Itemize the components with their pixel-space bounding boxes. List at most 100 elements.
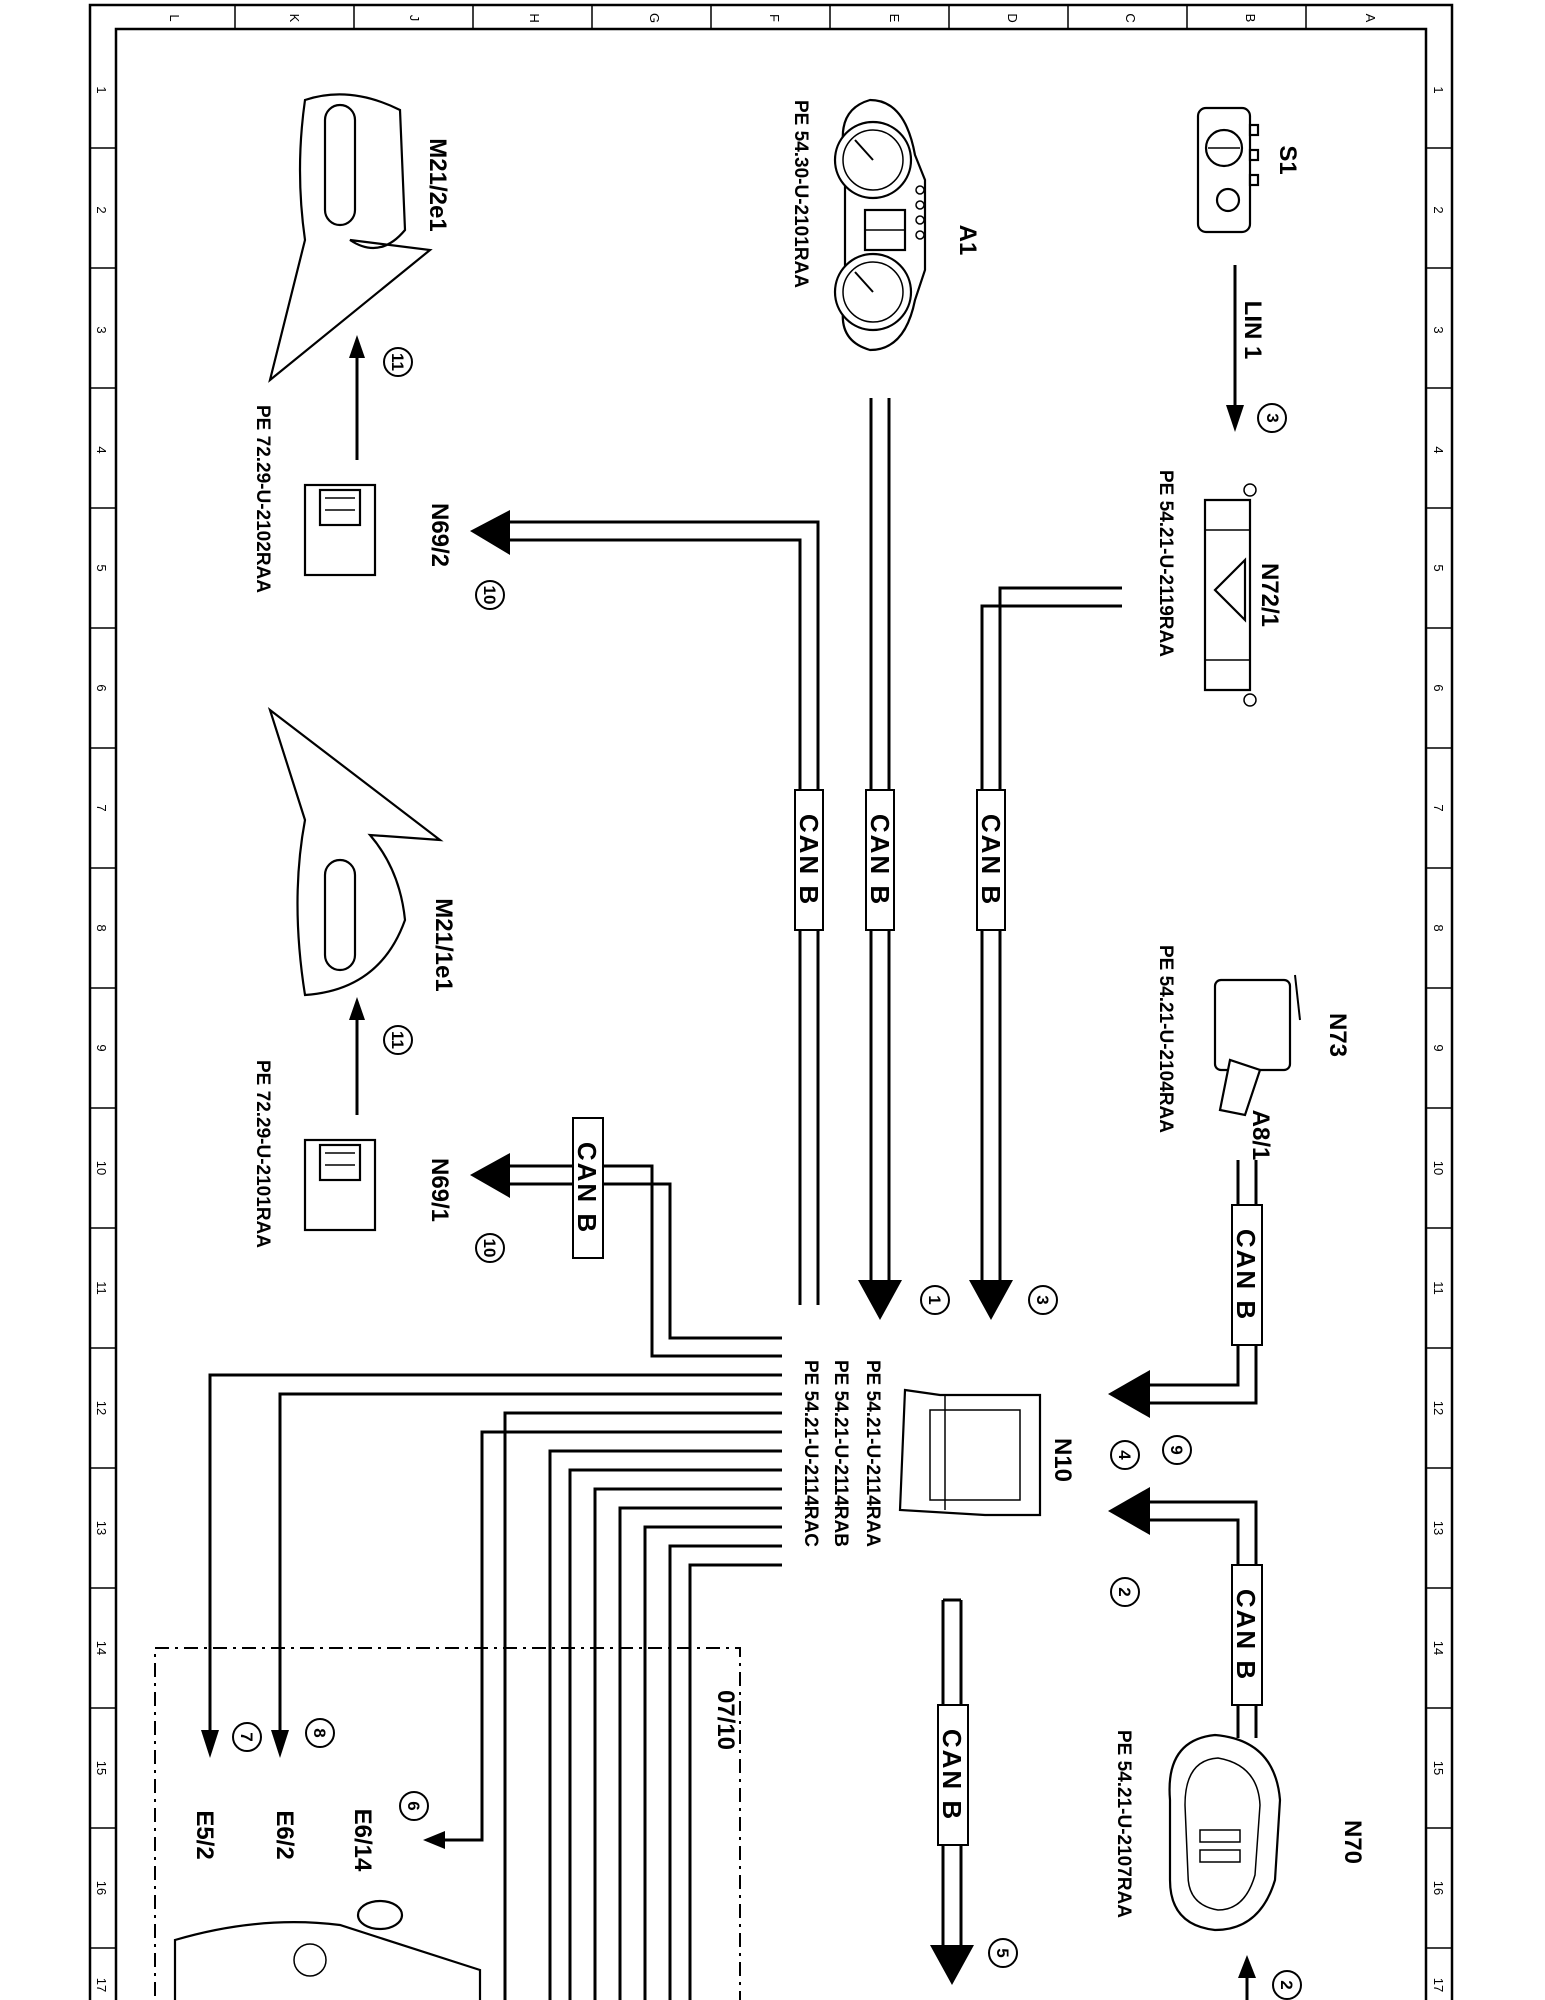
column-ruler: L K J H G F E D C B A	[167, 5, 1378, 29]
row-label: 15	[94, 1761, 109, 1775]
a1-label: A1	[954, 225, 981, 256]
component-labels: S1 LIN 1 A1 PE 54.30-U-2101RAA M21/2e1 N…	[191, 100, 1366, 1918]
can-b-label: CAN B	[976, 814, 1006, 906]
row-label: 16	[94, 1881, 109, 1895]
a1-instrument-cluster-icon	[833, 98, 927, 352]
n10-label: N10	[1049, 1438, 1076, 1482]
circle-11: 11	[388, 353, 407, 371]
circle-3: 3	[1263, 413, 1282, 422]
col-label: F	[767, 14, 782, 22]
row-label: 13	[94, 1521, 109, 1535]
col-label: B	[1243, 14, 1258, 23]
row-label: 13	[1431, 1521, 1446, 1535]
row-label: 8	[1431, 924, 1446, 931]
row-label: 11	[1431, 1281, 1446, 1295]
circle-10: 10	[480, 1239, 499, 1258]
m21-2e1-mirror-icon	[268, 93, 433, 383]
circle-4: 4	[1115, 1450, 1134, 1460]
row-label: 5	[1431, 564, 1446, 571]
n10-ref-1: PE 54.21-U-2114RAA	[862, 1360, 883, 1547]
col-label: H	[527, 13, 542, 22]
drawing-frame	[88, 3, 1454, 2000]
s1-label: S1	[1274, 145, 1301, 174]
n69-2-ref: PE 72.29-U-2102RAA	[252, 405, 273, 593]
circle-7: 7	[237, 1732, 256, 1741]
circle-8: 8	[310, 1728, 329, 1737]
row-label: 4	[1431, 446, 1446, 453]
row-label: 5	[94, 564, 109, 571]
n73-label: N73	[1324, 1013, 1351, 1057]
e5-2-label: E5/2	[191, 1810, 218, 1859]
row-label: 3	[1431, 326, 1446, 333]
row-label: 17	[94, 1978, 109, 1992]
circle-5: 5	[993, 1948, 1012, 1957]
row-label: 4	[94, 446, 109, 453]
can-b-label: CAN B	[572, 1142, 602, 1234]
n69-1-ref: PE 72.29-U-2101RAA	[252, 1060, 273, 1248]
can-b-label: CAN B	[794, 814, 824, 906]
row-label: 6	[94, 684, 109, 691]
col-label: C	[1123, 13, 1138, 22]
circle-10: 10	[480, 586, 499, 605]
row-label: 15	[1431, 1761, 1446, 1775]
s1-switch-icon	[1196, 106, 1260, 234]
col-label: E	[887, 14, 902, 23]
circle-11: 11	[388, 1031, 407, 1049]
row-label: 1	[94, 86, 109, 93]
row-label: 9	[94, 1044, 109, 1051]
row-label: 14	[1431, 1641, 1446, 1655]
row-label: 10	[94, 1161, 109, 1175]
n72-1-hazard-switch-icon	[1203, 483, 1257, 707]
n72-1-ref: PE 54.21-U-2119RAA	[1155, 470, 1176, 657]
n69-2-module-icon	[303, 483, 377, 577]
n70-ref: PE 54.21-U-2107RAA	[1113, 1730, 1134, 1918]
a1-ref: PE 54.30-U-2101RAA	[790, 100, 811, 288]
col-label: K	[287, 14, 302, 23]
n10-module-icon	[898, 1388, 1042, 1517]
circle-1: 1	[925, 1295, 944, 1304]
row-label: 2	[94, 206, 109, 213]
m21-1e1-label: M21/1e1	[430, 898, 457, 991]
n69-1-module-icon	[303, 1138, 377, 1232]
row-label: 1	[1431, 86, 1446, 93]
m21-2e1-label: M21/2e1	[424, 138, 451, 231]
lin1-label: LIN 1	[1239, 301, 1266, 360]
row-label: 17	[1431, 1978, 1446, 1992]
circle-6: 6	[404, 1801, 423, 1810]
n72-1-label: N72/1	[1256, 563, 1283, 627]
wiring	[208, 265, 1258, 2000]
row-label: 12	[94, 1401, 109, 1415]
n10-ref-3: PE 54.21-U-2114RAC	[800, 1360, 821, 1547]
col-label: A	[1363, 14, 1378, 23]
lower-component-icon	[173, 1899, 482, 2000]
dashed-boundary	[154, 1647, 741, 2000]
e6-14-label: E6/14	[349, 1809, 376, 1872]
row-ruler-left: 1 2 3 4 5 6 7 8 9 10 11 12 13 14 15 16 1…	[90, 86, 116, 1992]
circle-refs: 3 11 11 10 10 1 3 9 4 2 5 2 6 7 8	[232, 347, 1302, 2000]
row-label: 7	[94, 804, 109, 811]
n70-label: N70	[1339, 1820, 1366, 1864]
row-label: 10	[1431, 1161, 1446, 1175]
circle-2: 2	[1277, 1980, 1296, 1989]
col-label: J	[407, 15, 422, 22]
can-b-labels: CAN B CAN B CAN B CAN B CAN B CAN B CAN …	[572, 789, 1263, 1846]
n69-2-label: N69/2	[426, 503, 453, 567]
continuation-label: 07/10	[712, 1690, 739, 1750]
row-label: 7	[1431, 804, 1446, 811]
col-label: L	[167, 14, 182, 21]
row-label: 8	[94, 924, 109, 931]
circle-3: 3	[1033, 1295, 1052, 1304]
col-label: D	[1005, 13, 1020, 22]
n69-1-label: N69/1	[426, 1158, 453, 1222]
a8-1-label: A8/1	[1247, 1110, 1274, 1161]
can-b-label: CAN B	[865, 814, 895, 906]
can-b-label: CAN B	[937, 1729, 967, 1821]
m21-1e1-mirror-icon	[267, 707, 444, 997]
n73-ref: PE 54.21-U-2104RAA	[1155, 945, 1176, 1133]
row-label: 14	[94, 1641, 109, 1655]
n73-ignition-icon	[1213, 974, 1301, 1117]
e6-2-label: E6/2	[271, 1810, 298, 1859]
circle-9: 9	[1167, 1445, 1186, 1454]
row-label: 9	[1431, 1044, 1446, 1051]
